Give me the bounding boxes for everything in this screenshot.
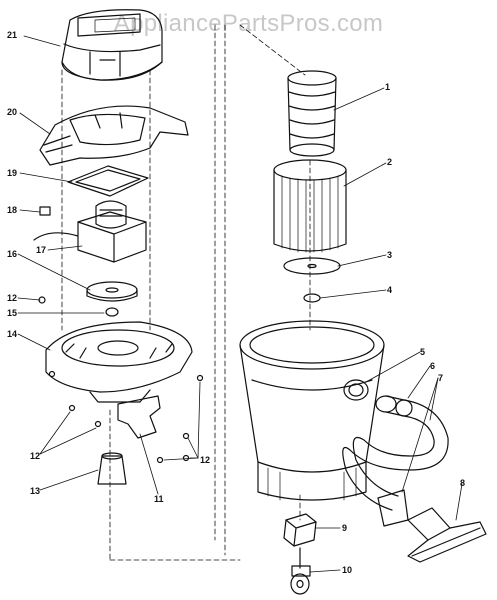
callout-7: 7 xyxy=(438,373,444,383)
assembly-guide-lines xyxy=(61,24,311,561)
part-2-cartridge-filter xyxy=(273,159,347,253)
part-16-impeller xyxy=(86,281,138,302)
callout-13: 13 xyxy=(30,486,41,496)
part-13-foot xyxy=(97,452,127,485)
callout-18: 18 xyxy=(7,205,18,215)
part-8-floor-nozzle xyxy=(407,507,487,563)
callout-12-top: 12 xyxy=(7,293,18,303)
callout-12-left: 12 xyxy=(30,451,41,461)
part-20-motor-cover xyxy=(39,105,189,166)
callout-19: 19 xyxy=(7,168,18,178)
callout-5: 5 xyxy=(420,347,426,357)
part-9-caster-block xyxy=(283,513,317,547)
screws xyxy=(38,296,204,464)
callout-12-right: 12 xyxy=(200,455,211,465)
part-18-switch xyxy=(39,206,51,216)
part-1-filter-cage xyxy=(287,70,337,157)
callout-2: 2 xyxy=(387,157,393,167)
part-6-hose-connector xyxy=(375,395,413,417)
callout-20: 20 xyxy=(7,107,18,117)
callout-8: 8 xyxy=(460,478,466,488)
part-10-caster-wheel xyxy=(290,547,311,595)
part-4-nut xyxy=(303,293,321,303)
part-17-motor xyxy=(33,200,147,263)
callout-10: 10 xyxy=(342,565,353,575)
part-11-bracket xyxy=(117,395,161,439)
callout-16: 16 xyxy=(7,249,18,259)
part-5-tank xyxy=(239,320,385,501)
leader-lines xyxy=(17,35,463,573)
callout-9: 9 xyxy=(342,523,348,533)
part-19-gasket xyxy=(67,165,149,197)
callout-14: 14 xyxy=(7,329,18,339)
watermark: AppliancePartsPros.com xyxy=(113,10,384,37)
callout-4: 4 xyxy=(387,285,393,295)
part-3-filter-lid xyxy=(283,257,341,275)
part-15-nut xyxy=(105,307,119,317)
callout-1: 1 xyxy=(385,82,391,92)
callout-15: 15 xyxy=(7,308,18,318)
part-21-top-cover xyxy=(61,9,163,81)
callout-17: 17 xyxy=(36,245,47,255)
callout-6: 6 xyxy=(430,361,436,371)
callout-3: 3 xyxy=(387,250,393,260)
part-14-base-housing xyxy=(45,321,193,403)
callout-21: 21 xyxy=(7,30,18,40)
callout-11: 11 xyxy=(154,494,164,504)
part-7-hose xyxy=(342,399,449,527)
